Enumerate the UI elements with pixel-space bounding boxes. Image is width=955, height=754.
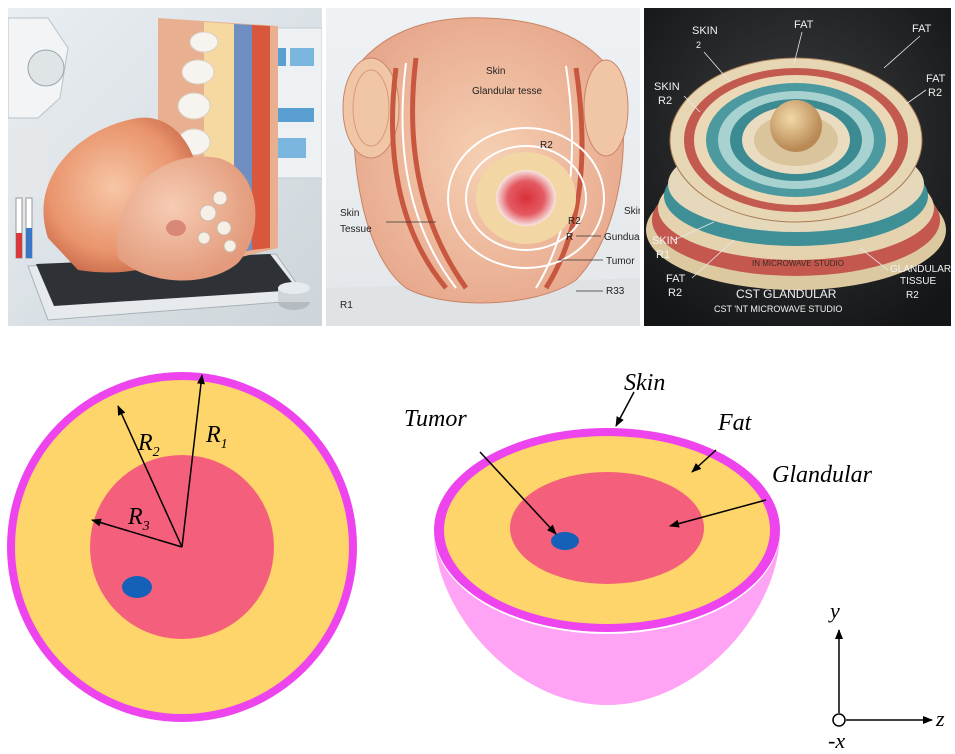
label-skin-left-r: R2 xyxy=(658,95,672,107)
breast-phantom-schematic: R1 R2 R3 Tumor Skin Fat Glandular xyxy=(0,330,955,750)
layered-disk-model-image: SKIN 2 FAT FAT SKIN R2 FAT R2 SKIN R1 FA… xyxy=(644,8,951,326)
label-skin-right: Skin xyxy=(624,206,640,217)
label-fat-right: FAT xyxy=(926,73,946,85)
label-curved-text: IN MICROWAVE STUDIO xyxy=(752,259,844,268)
label-axis-z: z xyxy=(935,706,945,731)
label-skin-low-r: R1 xyxy=(656,249,670,261)
skin-arrow xyxy=(616,392,634,426)
label-fat-right-r: R2 xyxy=(928,87,942,99)
label-skin-left: SKIN xyxy=(654,81,680,93)
label-fat: Fat xyxy=(717,410,753,436)
hemisphere-3d-view: Tumor Skin Fat Glandular xyxy=(404,370,873,705)
label-skin-left: Skin xyxy=(340,208,359,219)
breast-anatomy-model-image xyxy=(8,8,322,326)
label-skin-low: SKIN xyxy=(652,235,678,247)
label-fat-low: FAT xyxy=(666,273,686,285)
coordinate-axes: y z -x xyxy=(828,598,945,750)
label-r1: R1 xyxy=(340,300,353,311)
label-skin: Skin xyxy=(486,66,505,77)
tumor-dot xyxy=(122,576,152,598)
label-glandular: Glandular xyxy=(772,462,873,488)
label-tissue-right: TISSUE xyxy=(900,276,936,287)
label-r33: R33 xyxy=(606,286,625,297)
label-glandular: Glandular tesse xyxy=(472,86,542,97)
label-fat-top: FAT xyxy=(794,19,814,31)
label-tissue-right-r: R2 xyxy=(906,290,919,301)
label-fat-topright: FAT xyxy=(912,23,932,35)
label-tumor: Tumor xyxy=(404,406,467,432)
label-gundua: Gundua xyxy=(604,232,640,243)
label-skin-top-sub: 2 xyxy=(696,40,701,50)
label-r-right: R xyxy=(566,232,573,243)
label-axis-x: -x xyxy=(828,728,845,750)
label-r2-right: R2 xyxy=(568,216,581,227)
label-fat-low-r: R2 xyxy=(668,287,682,299)
label-skin: Skin xyxy=(624,370,665,396)
label-glandular-right: GLANDULAR xyxy=(890,264,951,275)
label-cst-glandular: CST GLANDULAR xyxy=(736,287,837,301)
label-axis-y: y xyxy=(828,598,840,623)
label-skin-top: SKIN xyxy=(692,25,718,37)
label-tumor: Tumor xyxy=(606,256,635,267)
label-tessue-left: Tessue xyxy=(340,224,372,235)
label-cst-studio: CST 'NT MICROWAVE STUDIO xyxy=(714,304,842,314)
x-axis-origin xyxy=(833,714,845,726)
top-view-cross-section: R1 R2 R3 xyxy=(7,372,357,722)
glandular-region xyxy=(510,472,704,584)
tumor-region xyxy=(551,532,579,550)
torso-layers-illustration: Skin Glandular tesse R2 Skin Tessue R2 S… xyxy=(326,8,640,326)
label-r2-top: R2 xyxy=(540,140,553,151)
